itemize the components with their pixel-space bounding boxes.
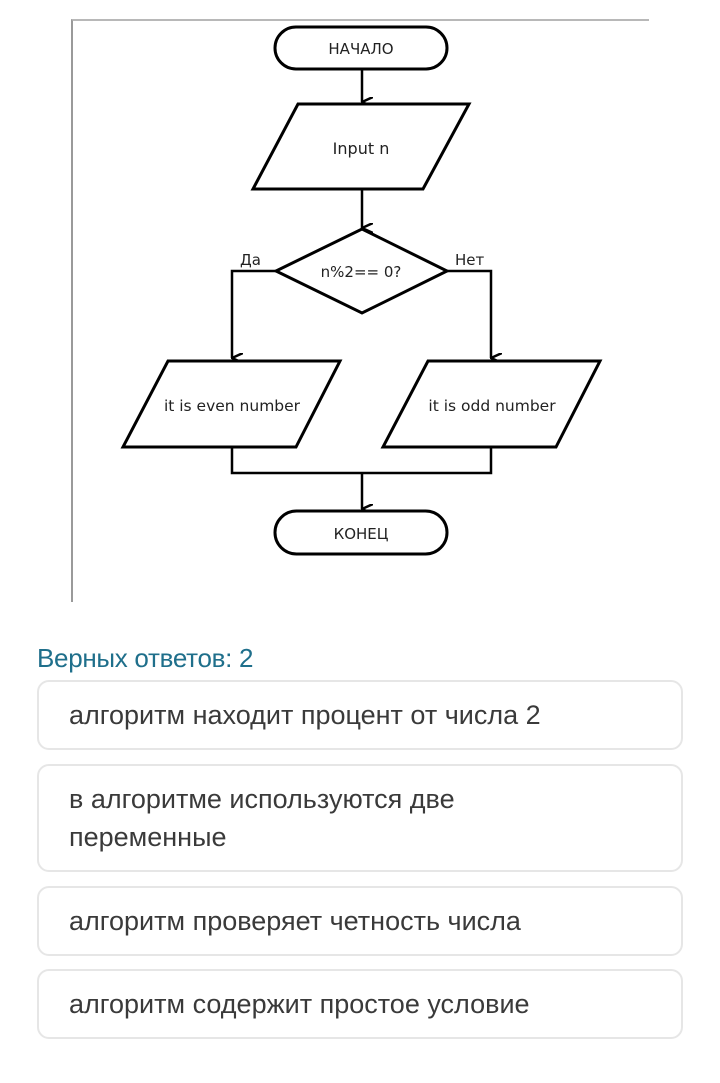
answer-option-3[interactable]: алгоритм проверяет четность числа — [37, 886, 683, 956]
answer-option-label: в алгоритме используются две переменные — [69, 784, 455, 852]
start-label: НАЧАЛО — [328, 40, 393, 58]
flowchart: НАЧАЛО Input n n%2== 0? Да Нет it is eve… — [120, 25, 603, 556]
answer-option-4[interactable]: алгоритм содержит простое условие — [37, 969, 683, 1039]
correct-answers-hint: Верных ответов: 2 — [37, 643, 254, 673]
end-terminal — [273, 509, 449, 556]
input-label: Input n — [333, 139, 390, 158]
input-parallelogram — [250, 102, 472, 191]
even-output-parallelogram — [120, 359, 343, 449]
condition-label: n%2== 0? — [321, 263, 402, 281]
answer-option-2[interactable]: в алгоритме используются две переменные — [37, 764, 683, 872]
flowchart-frame — [71, 19, 649, 602]
decision-diamond — [272, 227, 451, 315]
answer-option-label: алгоритм проверяет четность числа — [69, 906, 521, 936]
yes-label: Да — [240, 251, 261, 269]
no-label: Нет — [455, 251, 485, 269]
end-label: КОНЕЦ — [334, 525, 389, 543]
odd-output-parallelogram — [380, 359, 603, 449]
yes-branch-line — [230, 269, 276, 358]
answer-option-label: алгоритм находит процент от числа 2 — [69, 700, 541, 730]
answer-option-label: алгоритм содержит простое условие — [69, 989, 530, 1019]
even-output-label: it is even number — [164, 397, 301, 415]
merge-line — [230, 447, 493, 475]
odd-output-label: it is odd number — [428, 397, 556, 415]
answer-option-1[interactable]: алгоритм находит процент от числа 2 — [37, 680, 683, 750]
no-branch-line — [447, 269, 491, 358]
